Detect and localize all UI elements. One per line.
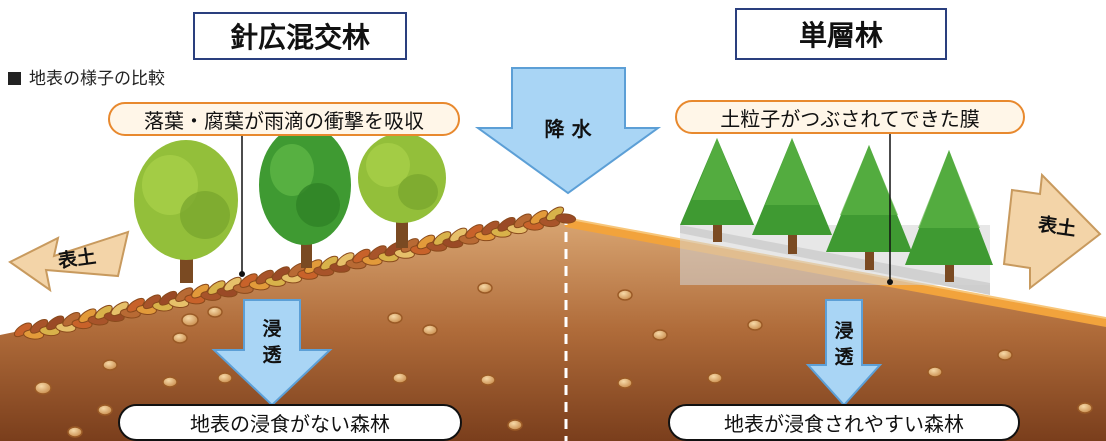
- topsoil-arrow-right: [1002, 172, 1102, 291]
- label-infiltration-left: 浸 透: [258, 316, 286, 368]
- infiltration-arrow-left: [211, 299, 333, 407]
- label-infiltration-right-1: 浸: [834, 320, 854, 342]
- broadleaf-tree-1: [134, 140, 238, 283]
- square-bullet-icon: [8, 72, 21, 85]
- title-single-layer-forest: 単層林: [735, 8, 947, 60]
- label-crust: 土粒子がつぶされてできた膜: [675, 100, 1025, 134]
- label-leaf-litter: 落葉・腐葉が雨滴の衝撃を吸収: [108, 102, 460, 136]
- label-infiltration-right: 浸 透: [830, 318, 858, 370]
- label-precipitation: 降 水: [544, 117, 592, 141]
- result-left: 地表の浸食がない森林: [118, 404, 462, 441]
- label-infiltration-right-2: 透: [834, 346, 854, 368]
- title-mixed-forest: 針広混交林: [193, 12, 407, 60]
- label-infiltration-left-2: 透: [262, 344, 282, 366]
- topsoil-arrow-left: [8, 230, 130, 293]
- caption-text: 地表の様子の比較: [29, 69, 165, 89]
- precipitation-arrow: [474, 67, 662, 195]
- fallen-leaves: [13, 206, 577, 340]
- conifer-tree-1: [259, 125, 351, 268]
- fallen-leaf: [555, 213, 577, 224]
- soil-pebbles: [34, 282, 1093, 438]
- result-right: 地表が浸食されやすい森林: [668, 404, 1020, 441]
- label-infiltration-left-1: 浸: [262, 318, 282, 340]
- broadleaf-tree-2: [358, 133, 446, 248]
- caption: 地表の様子の比較: [8, 64, 165, 89]
- infiltration-arrow-right: [805, 299, 883, 407]
